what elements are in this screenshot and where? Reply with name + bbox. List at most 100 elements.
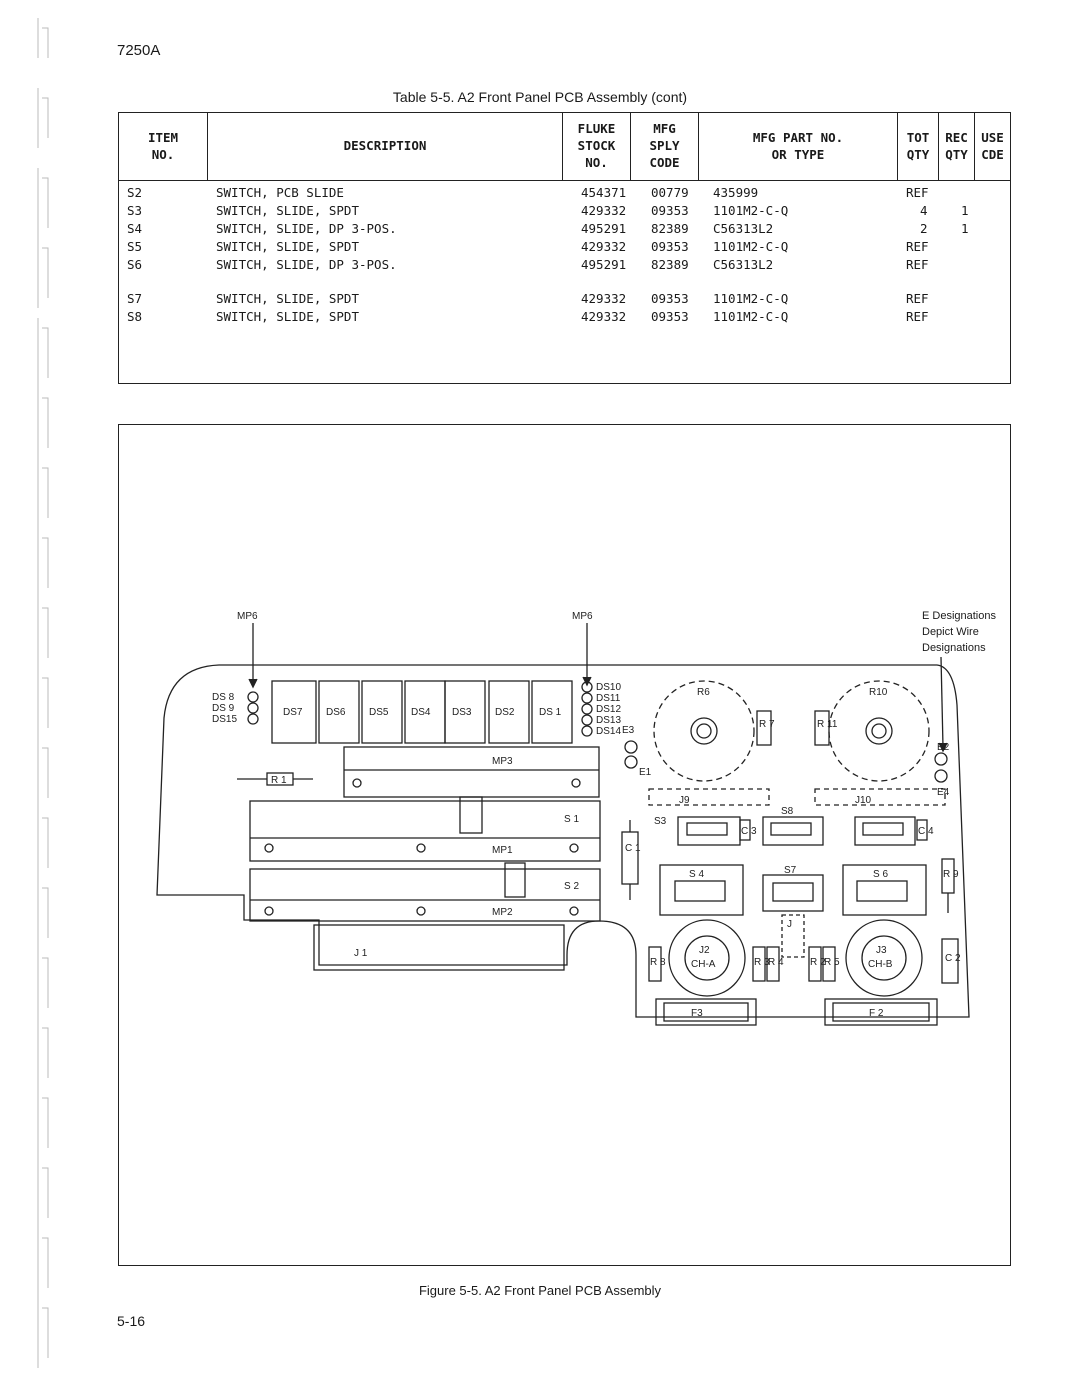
ds15-label: DS15 <box>212 714 237 725</box>
r11-label: R 11 <box>817 719 838 730</box>
s1-switch-body <box>249 800 601 862</box>
item-cell: S8 <box>127 309 143 324</box>
code-cell: 09353 <box>651 291 689 306</box>
description-cell: SWITCH, SLIDE, SPDT <box>216 309 359 324</box>
item-cell: S3 <box>127 203 143 218</box>
col-item-line2: NO. <box>151 147 175 162</box>
s4-switch <box>659 864 744 916</box>
s6-label: S 6 <box>873 869 888 880</box>
mp3-bracket <box>343 746 600 798</box>
r10-label: R10 <box>869 687 888 698</box>
stock-cell: 429332 <box>581 203 627 218</box>
note-line2: Depict Wire <box>922 626 979 638</box>
document-id: 7250A <box>117 42 161 59</box>
col-mfg-code-header: MFG SPLY CODE <box>631 113 699 181</box>
s7-switch <box>762 874 824 912</box>
ds9-label: DS 9 <box>212 703 235 714</box>
col-part-line2: OR TYPE <box>771 147 825 162</box>
figure-frame: E Designations Depict Wire Designations <box>118 424 1011 1266</box>
tot-qty-cell: 2 <box>920 221 928 236</box>
col-mfg-line1: MFG <box>653 121 676 136</box>
e2-label: E2 <box>937 742 950 753</box>
item-cell: S7 <box>127 291 143 306</box>
part-cell: 1101M2-C-Q <box>713 309 789 324</box>
description-cell: SWITCH, SLIDE, SPDT <box>216 291 359 306</box>
col-tot-line2: QTY <box>906 147 930 162</box>
r7-label: R 7 <box>759 719 775 730</box>
item-cell: S6 <box>127 257 143 272</box>
s4-label: S 4 <box>689 869 704 880</box>
f2-label: F 2 <box>869 1008 884 1019</box>
j3-jack <box>845 919 923 997</box>
pcb-outline <box>156 664 970 1018</box>
r9-label: R 9 <box>943 869 959 880</box>
c3-label: C 3 <box>741 826 757 837</box>
ds6-label: DS6 <box>326 707 346 718</box>
part-cell: C56313L2 <box>713 257 774 272</box>
j1-connector <box>313 924 565 971</box>
col-use-cde-header: USE CDE <box>975 113 1010 181</box>
r2-label: R 2 <box>810 957 826 968</box>
j3-label: J3 <box>876 945 887 956</box>
r6-pot <box>653 680 755 782</box>
mp3-label: MP3 <box>492 756 513 767</box>
col-use-line2: CDE <box>981 147 1004 162</box>
col-mfg-part-header: MFG PART NO. OR TYPE <box>699 113 897 181</box>
description-cell: SWITCH, SLIDE, SPDT <box>216 239 359 254</box>
r8-label: R 8 <box>650 957 666 968</box>
e4-label: E4 <box>937 787 950 798</box>
tot-qty-cell: REF <box>906 257 929 272</box>
ds13-label: DS13 <box>596 715 621 726</box>
col-description-line1: DESCRIPTION <box>343 138 427 153</box>
c2-label: C 2 <box>945 953 961 964</box>
col-part-line1: MFG PART NO. <box>752 130 844 145</box>
r5-label: R 5 <box>824 957 840 968</box>
ds10-label: DS10 <box>596 682 621 693</box>
ds2-box <box>488 680 530 744</box>
ds8-label: DS 8 <box>212 692 235 703</box>
col-tot-qty-header: TOT QTY <box>897 113 939 181</box>
col-rec-line2: QTY <box>945 147 968 162</box>
j10-label: J10 <box>855 795 872 806</box>
s1-label: S 1 <box>564 814 579 825</box>
ds14-label: DS14 <box>596 726 621 737</box>
s2-switch-body <box>249 868 601 922</box>
ds5-label: DS5 <box>369 707 389 718</box>
j2-sub-label: CH-A <box>691 959 716 970</box>
tot-qty-cell: 4 <box>920 203 928 218</box>
e-designation-note: E Designations Depict Wire Designations <box>922 608 996 656</box>
code-cell: 82389 <box>651 257 689 272</box>
f2-fuse <box>824 998 938 1026</box>
mp6-right-label: MP6 <box>572 611 593 622</box>
col-use-line1: USE <box>981 130 1004 145</box>
ds7-box <box>271 680 317 744</box>
code-cell: 09353 <box>651 309 689 324</box>
ds6-box <box>318 680 360 744</box>
f3-fuse <box>655 998 757 1026</box>
s3-label: S3 <box>654 816 667 827</box>
stock-cell: 429332 <box>581 309 627 324</box>
r6-label: R6 <box>697 687 710 698</box>
ds2-label: DS2 <box>495 707 515 718</box>
part-cell: 1101M2-C-Q <box>713 203 789 218</box>
code-cell: 00779 <box>651 185 689 200</box>
ds11-label: DS11 <box>596 693 621 704</box>
mp6-left-label: MP6 <box>237 611 258 622</box>
tot-qty-cell: REF <box>906 291 929 306</box>
col-description-header: DESCRIPTION <box>208 113 563 181</box>
j1-label: J 1 <box>354 948 368 959</box>
tot-qty-cell: REF <box>906 239 929 254</box>
rec-qty-cell: 1 <box>961 203 969 218</box>
description-cell: SWITCH, PCB SLIDE <box>216 185 344 200</box>
part-cell: 1101M2-C-Q <box>713 291 789 306</box>
stock-cell: 429332 <box>581 239 627 254</box>
parts-table: ITEM NO. DESCRIPTION FLUKE STOCK NO. MFG… <box>118 112 1011 384</box>
page-number: 5-16 <box>117 1313 146 1329</box>
description-cell: SWITCH, SLIDE, DP 3-POS. <box>216 221 397 236</box>
s8-label: S8 <box>781 806 794 817</box>
ds4-label: DS4 <box>411 707 431 718</box>
col-item-header: ITEM NO. <box>119 113 208 181</box>
col-fluke-line2: STOCK <box>577 138 616 153</box>
e3-label: E3 <box>622 725 635 736</box>
mp2-label: MP2 <box>492 907 513 918</box>
